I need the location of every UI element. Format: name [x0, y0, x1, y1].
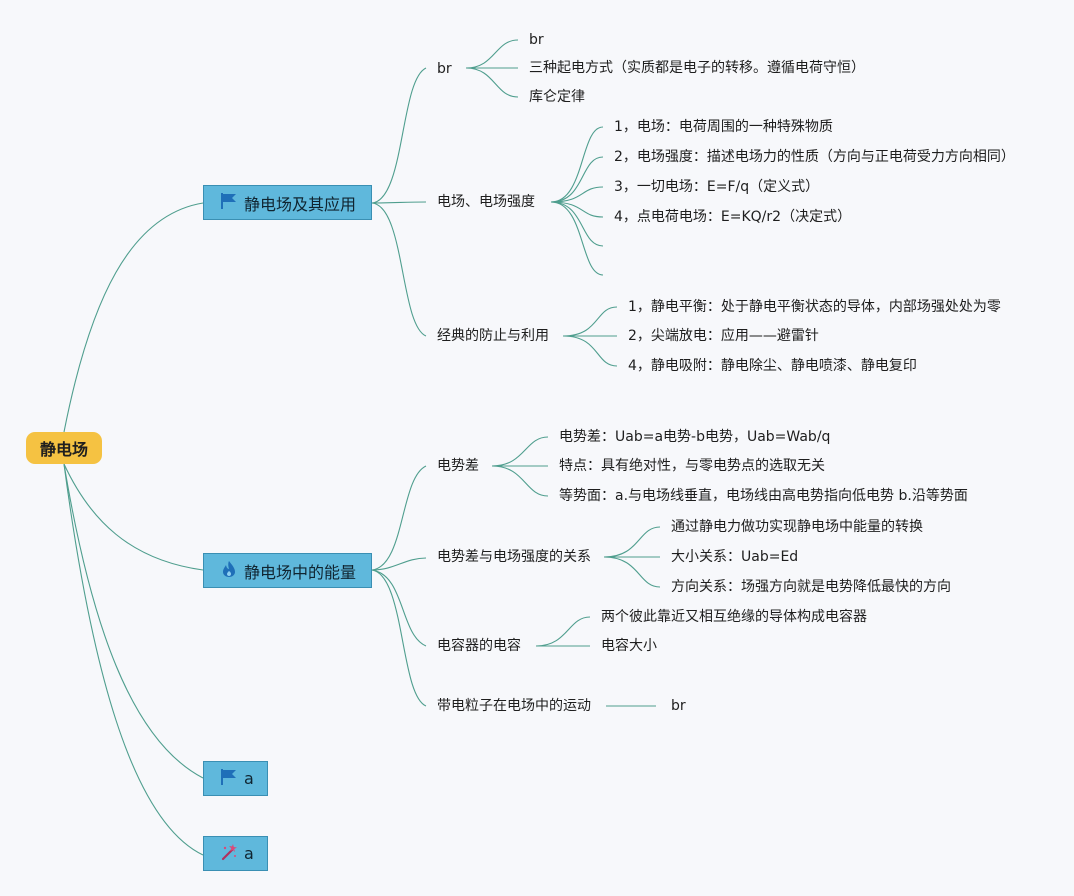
- leaf-potential-characteristic[interactable]: 特点：具有绝对性，与零电势点的选取无关: [559, 458, 825, 474]
- subtopic-prevention-use[interactable]: 经典的防止与利用: [437, 328, 549, 344]
- topic-node-a-flag[interactable]: a: [203, 761, 268, 796]
- leaf-potential-difference-formula[interactable]: 电势差：Uab=a电势-b电势，Uab=Wab/q: [559, 429, 831, 445]
- subtopic-field-intensity[interactable]: 电场、电场强度: [437, 194, 535, 210]
- root-node[interactable]: 静电场: [26, 432, 102, 464]
- leaf-br[interactable]: br: [671, 698, 686, 714]
- topic-label: 静电场中的能量: [244, 562, 357, 582]
- leaf-capacitor-definition[interactable]: 两个彼此靠近又相互绝缘的导体构成电容器: [601, 609, 867, 625]
- subtopic-potential-difference[interactable]: 电势差: [437, 458, 479, 474]
- topic-label: 静电场及其应用: [244, 194, 357, 214]
- leaf-charging-methods[interactable]: 三种起电方式（实质都是电子的转移。遵循电荷守恒）: [529, 60, 865, 76]
- flame-icon: [220, 560, 238, 582]
- leaf-field-formula-definition[interactable]: 3，一切电场：E=F/q（定义式）: [614, 179, 820, 195]
- subtopic-br[interactable]: br: [437, 61, 452, 77]
- flag-icon: [220, 768, 238, 790]
- leaf-energy-conversion[interactable]: 通过静电力做功实现静电场中能量的转换: [671, 519, 923, 535]
- leaf-point-discharge[interactable]: 2，尖端放电：应用——避雷针: [628, 328, 819, 344]
- leaf-coulomb-law[interactable]: 库仑定律: [529, 89, 585, 105]
- leaf-equipotential-surface[interactable]: 等势面：a.与电场线垂直，电场线由高电势指向低电势 b.沿等势面: [559, 488, 968, 504]
- leaf-electrostatic-adsorption[interactable]: 4，静电吸附：静电除尘、静电喷漆、静电复印: [628, 358, 917, 374]
- topic-label: a: [244, 844, 254, 863]
- subtopic-charged-particle-motion[interactable]: 带电粒子在电场中的运动: [437, 698, 591, 714]
- leaf-field-definition[interactable]: 1，电场：电荷周围的一种特殊物质: [614, 119, 833, 135]
- leaf-direction-relation[interactable]: 方向关系：场强方向就是电势降低最快的方向: [671, 579, 951, 595]
- leaf-electrostatic-equilibrium[interactable]: 1，静电平衡：处于静电平衡状态的导体，内部场强处处为零: [628, 299, 1001, 315]
- leaf-br[interactable]: br: [529, 32, 544, 48]
- magic-wand-icon: [220, 843, 238, 865]
- leaf-magnitude-relation[interactable]: 大小关系：Uab=Ed: [671, 549, 799, 565]
- subtopic-capacitance[interactable]: 电容器的电容: [437, 638, 521, 654]
- leaf-point-charge-field[interactable]: 4，点电荷电场：E=KQ/r2（决定式）: [614, 209, 852, 225]
- topic-node-field-energy[interactable]: 静电场中的能量: [203, 553, 372, 588]
- root-label: 静电场: [39, 440, 88, 459]
- leaf-field-strength[interactable]: 2，电场强度：描述电场力的性质（方向与正电荷受力方向相同）: [614, 149, 1015, 165]
- topic-label: a: [244, 769, 254, 788]
- leaf-capacitance-size[interactable]: 电容大小: [601, 638, 657, 654]
- topic-node-a-wand[interactable]: a: [203, 836, 268, 871]
- topic-node-electrostatics-application[interactable]: 静电场及其应用: [203, 185, 372, 220]
- flag-icon: [220, 192, 238, 214]
- subtopic-potential-field-relation[interactable]: 电势差与电场强度的关系: [437, 549, 591, 565]
